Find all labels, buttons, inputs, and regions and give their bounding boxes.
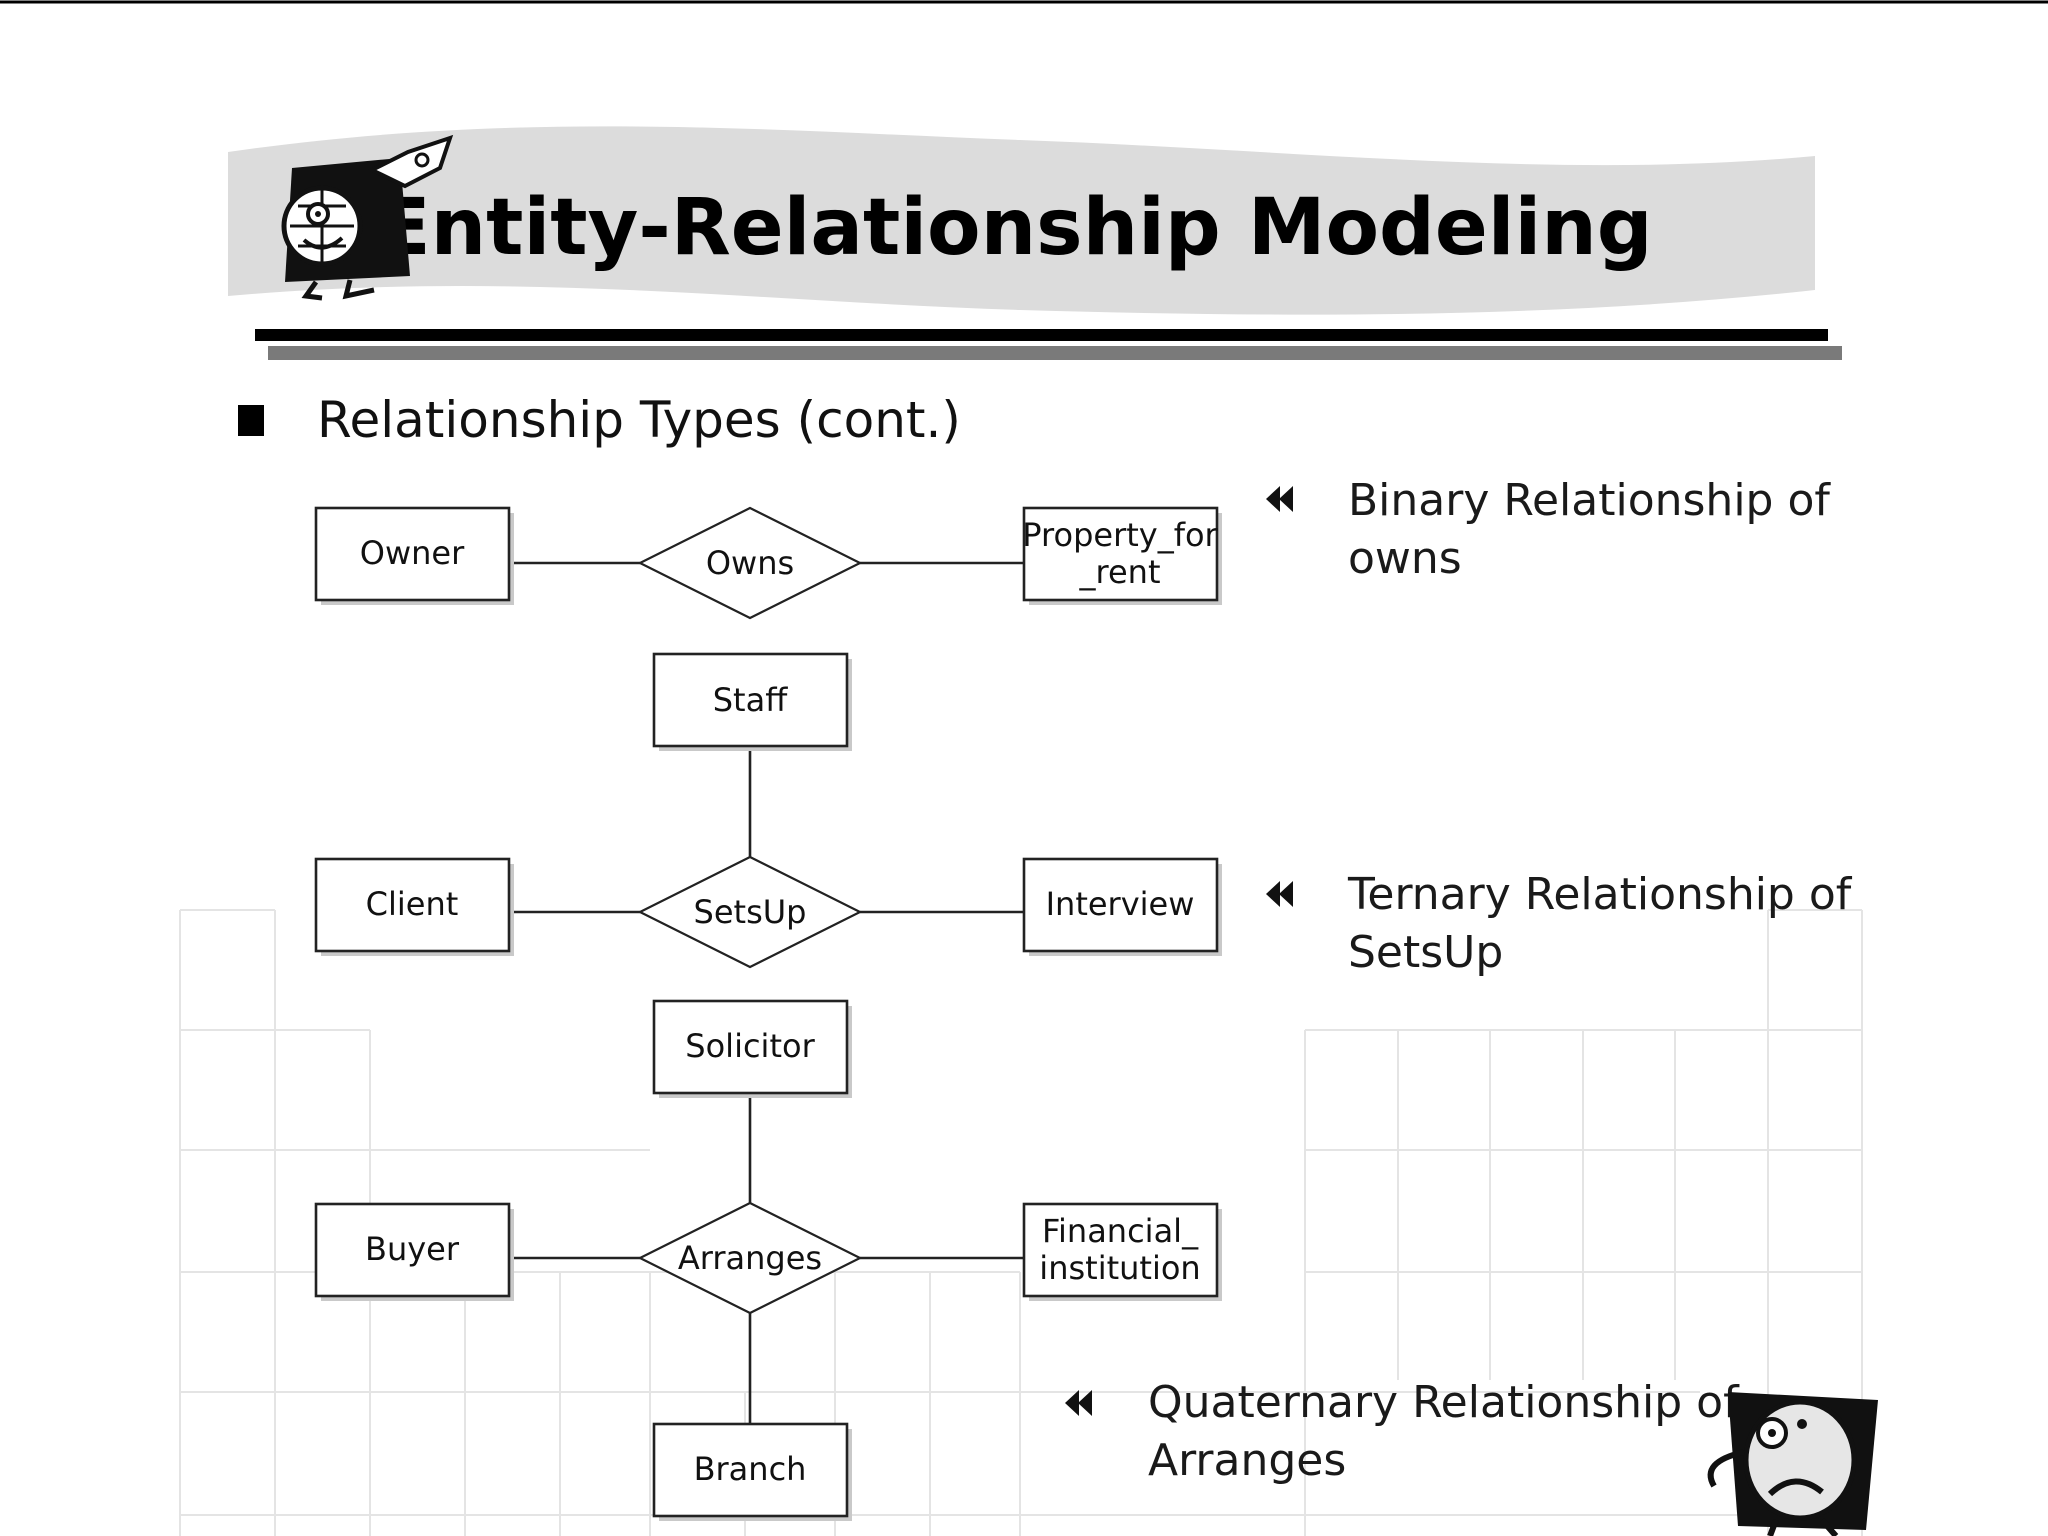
svg-text:Binary Relationship of: Binary Relationship of [1348,475,1831,526]
svg-text:SetsUp: SetsUp [694,893,807,931]
svg-text:Branch: Branch [694,1450,807,1488]
ternary-diagram: Staff Client SetsUp Interview [314,652,1222,969]
svg-text:Ternary Relationship of: Ternary Relationship of [1347,869,1853,920]
globe-rocket-mascot-icon [281,134,454,301]
ternary-caption: Ternary Relationship of SetsUp [1266,869,1853,978]
double-left-arrow-icon [1266,486,1293,512]
svg-text:Solicitor: Solicitor [685,1027,815,1065]
svg-text:Quaternary Relationship of: Quaternary Relationship of [1148,1377,1740,1428]
header-rule-dark [255,329,1828,341]
header-banner: Entity-Relationship Modeling [228,126,1842,360]
entity-financial-institution: Financial_ institution [1022,1202,1222,1301]
entity-owner: Owner [314,506,514,605]
double-left-arrow-icon [1266,881,1293,907]
svg-text:_rent: _rent [1079,553,1161,591]
svg-text:Financial_: Financial_ [1042,1212,1199,1250]
relationship-owns: Owns [637,506,863,620]
svg-text:Arranges: Arranges [678,1239,822,1277]
entity-solicitor: Solicitor [652,999,852,1098]
svg-text:Arranges: Arranges [1148,1435,1346,1486]
svg-text:Interview: Interview [1046,885,1195,923]
entity-staff: Staff [652,652,852,751]
header-rule-grey [268,346,1842,360]
entity-client: Client [314,857,514,956]
svg-text:Owner: Owner [360,534,465,572]
binary-caption: Binary Relationship of owns [1266,475,1831,584]
section-heading: Relationship Types (cont.) [317,391,961,449]
sad-face-mascot-icon [1707,1392,1878,1536]
entity-interview: Interview [1022,857,1222,956]
svg-text:Client: Client [366,885,459,923]
page-title: Entity-Relationship Modeling [377,183,1652,273]
quaternary-caption: Quaternary Relationship of Arranges [1065,1377,1740,1486]
relationship-arranges: Arranges [637,1201,863,1315]
quaternary-diagram: Solicitor Buyer Arranges Financial_ inst… [314,999,1222,1521]
binary-diagram: Owner Owns Property_for _rent [314,506,1222,620]
svg-text:Buyer: Buyer [365,1230,460,1268]
svg-text:Owns: Owns [706,544,794,582]
entity-buyer: Buyer [314,1202,514,1301]
double-left-arrow-icon [1065,1390,1092,1416]
svg-text:Staff: Staff [713,681,788,719]
svg-text:institution: institution [1039,1249,1200,1287]
svg-text:owns: owns [1348,533,1462,584]
entity-property-for-rent: Property_for _rent [1022,506,1222,605]
entity-branch: Branch [652,1422,852,1521]
svg-text:Property_for: Property_for [1022,516,1218,554]
svg-text:SetsUp: SetsUp [1348,927,1503,978]
bullet-square [238,405,264,436]
relationship-setsup: SetsUp [637,855,863,969]
